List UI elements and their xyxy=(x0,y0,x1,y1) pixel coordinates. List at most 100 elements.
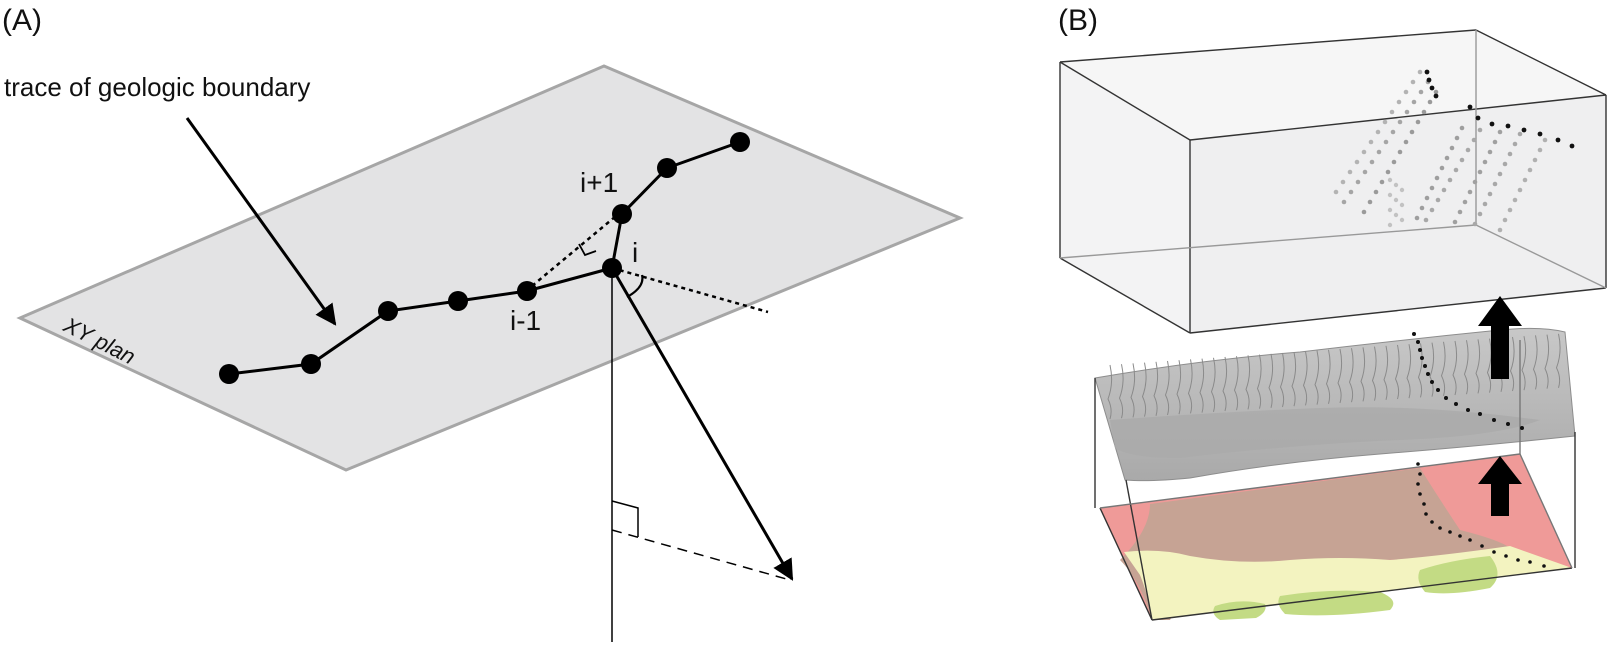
trace-dot xyxy=(1426,372,1430,376)
terrain-ridge xyxy=(1268,353,1274,408)
cloud-point xyxy=(1517,131,1523,137)
trace-dot xyxy=(1458,534,1462,538)
terrain-ridge xyxy=(1325,349,1331,404)
trace-dot xyxy=(1444,396,1448,400)
trace-dot xyxy=(1430,520,1434,524)
panel-a: (A) XY plan trace of geologic boundary xyxy=(2,4,964,642)
cloud-point xyxy=(1542,137,1548,143)
terrain-ridge xyxy=(1394,344,1400,400)
cloud-point xyxy=(1367,199,1373,205)
terrain-ridge xyxy=(1107,364,1113,420)
cloud-point-trace xyxy=(1505,123,1511,129)
point-cloud xyxy=(1333,69,1575,233)
terrain-ridge xyxy=(1337,348,1343,404)
terrain-ridge xyxy=(1130,363,1136,418)
cloud-point xyxy=(1391,159,1397,165)
map-unit-green xyxy=(1213,601,1266,620)
terrain-ridge xyxy=(1118,364,1124,419)
projection-dashed-line xyxy=(611,529,791,581)
cloud-point xyxy=(1482,201,1488,207)
cloud-point xyxy=(1362,169,1368,175)
cloud-point xyxy=(1507,151,1513,157)
trace-point xyxy=(730,132,750,152)
trace-dot xyxy=(1504,554,1508,558)
terrain-ridge xyxy=(1233,356,1239,411)
trace-point xyxy=(301,354,321,374)
terrain-valley xyxy=(1110,407,1540,458)
cloud-point xyxy=(1361,149,1367,155)
cloud-point xyxy=(1434,175,1440,181)
cloud-point xyxy=(1532,157,1538,163)
trace-point xyxy=(448,291,468,311)
cloud-point xyxy=(1435,197,1441,203)
trace-dot xyxy=(1418,492,1422,496)
cloud-point xyxy=(1361,209,1367,215)
cloud-point xyxy=(1449,145,1455,151)
boundary-annotation: trace of geologic boundary xyxy=(4,72,310,102)
cloud-point xyxy=(1390,129,1396,135)
cloud-point xyxy=(1393,182,1399,188)
bisector-dotted-line-left xyxy=(525,210,623,292)
cloud-point xyxy=(1403,139,1409,145)
cloud-point xyxy=(1341,199,1347,205)
cloud-point xyxy=(1477,127,1483,133)
cloud-point xyxy=(1396,99,1402,105)
cloud-point xyxy=(1537,147,1543,153)
terrain-ridge xyxy=(1555,333,1561,388)
cloud-point xyxy=(1465,147,1471,153)
cloud-point xyxy=(1418,89,1424,95)
terrain-ridge xyxy=(1199,358,1205,413)
trace-dot xyxy=(1520,426,1524,430)
cloud-point xyxy=(1453,167,1459,173)
cloud-point-trace xyxy=(1424,69,1430,75)
cloud-point xyxy=(1424,195,1430,201)
cloud-point xyxy=(1452,219,1458,225)
trace-dot xyxy=(1480,544,1484,548)
terrain-ridge xyxy=(1164,360,1170,416)
cloud-point-trace xyxy=(1426,77,1432,83)
terrain-ridge xyxy=(1245,355,1251,410)
cloud-point xyxy=(1447,177,1453,183)
trace-dot xyxy=(1436,388,1440,392)
terrain-ridge xyxy=(1256,354,1262,409)
terrain-ridge xyxy=(1348,348,1354,403)
cloud-point xyxy=(1340,179,1346,185)
cloud-point xyxy=(1512,141,1518,147)
cloud-point xyxy=(1471,137,1477,143)
trace-dot xyxy=(1430,380,1434,384)
trace-dot xyxy=(1416,482,1420,486)
trace-point xyxy=(657,158,677,178)
cloud-point xyxy=(1387,192,1393,198)
terrain-ridge xyxy=(1463,340,1469,395)
cloud-point xyxy=(1512,197,1518,203)
cloud-point xyxy=(1397,119,1403,125)
cloud-point xyxy=(1410,79,1416,85)
trace-dot xyxy=(1416,340,1420,344)
cloud-point xyxy=(1472,179,1478,185)
trace-dots-terrain xyxy=(1412,332,1524,430)
right-angle-mark-top xyxy=(578,243,597,257)
cloud-point xyxy=(1487,149,1493,155)
trace-dot xyxy=(1492,418,1496,422)
cloud-point-trace xyxy=(1433,93,1439,99)
trace-dot xyxy=(1438,526,1442,530)
cloud-point xyxy=(1522,177,1528,183)
label-i-plus-1: i+1 xyxy=(580,167,618,198)
cloud-point xyxy=(1382,119,1388,125)
cloud-point xyxy=(1441,187,1447,193)
cloud-point xyxy=(1348,189,1354,195)
up-arrow-upper xyxy=(1478,296,1522,379)
cloud-point xyxy=(1467,189,1473,195)
cloud-point-trace xyxy=(1489,121,1495,127)
cloud-point xyxy=(1472,221,1478,227)
cloud-point xyxy=(1347,169,1353,175)
cloud-point-trace xyxy=(1467,104,1473,110)
cloud-point xyxy=(1507,207,1513,213)
cloud-point xyxy=(1433,89,1439,95)
terrain-ridge xyxy=(1187,359,1193,414)
terrain-ridge xyxy=(1222,356,1228,412)
trace-dot xyxy=(1418,472,1422,476)
cloud-point xyxy=(1415,119,1421,125)
trace-dot xyxy=(1468,538,1472,542)
cloud-point-trace xyxy=(1537,131,1543,137)
